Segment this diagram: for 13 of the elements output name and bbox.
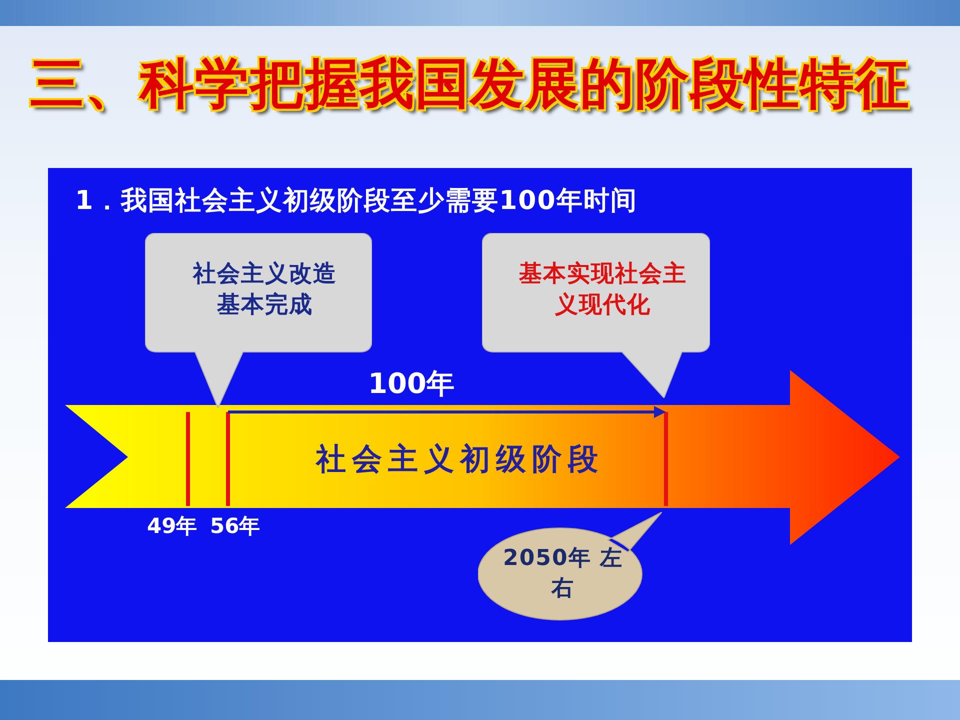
duration-label: 100年: [368, 366, 454, 402]
slide-title: 三、科学把握我国发展的阶段性特征: [30, 51, 911, 117]
panel-heading: 1．我国社会主义初级阶段至少需要100年时间: [75, 185, 638, 218]
band-label: 社会主义初级阶段: [314, 441, 605, 479]
speech-bubble: [478, 512, 662, 622]
speech-bubble: [145, 233, 372, 408]
callout-text: 社会主义改造基本完成: [192, 260, 338, 320]
timeline-arrow: [65, 370, 900, 545]
speech-bubble: [482, 233, 710, 398]
callout-text: 基本实现社会主义现代化: [518, 260, 688, 320]
year-label: 49年: [147, 513, 198, 540]
callout-text: 2050年 左右: [502, 545, 624, 603]
year-label: 56年: [210, 513, 260, 540]
